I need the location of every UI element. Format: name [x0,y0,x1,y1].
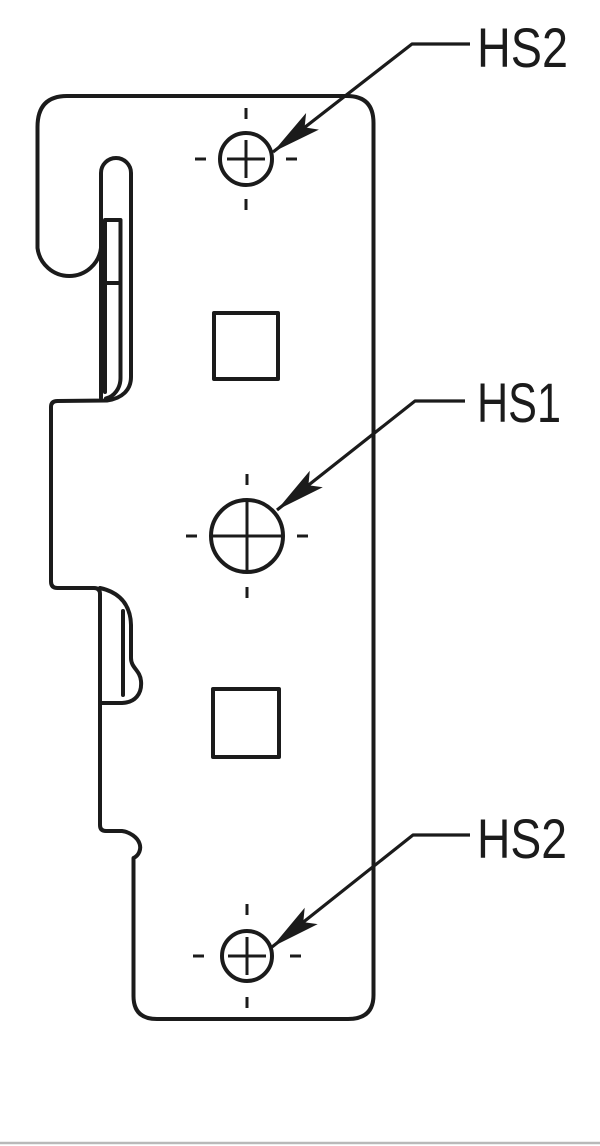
label-hs1-middle: HS1 [477,371,561,434]
square-cutout-upper [212,311,280,381]
leader-hs1-middle [276,399,465,512]
upper-clip-finger-detail [99,218,123,401]
label-hs2-bottom: HS2 [477,807,567,870]
middle-clip-tab [98,586,144,705]
hole-hs2-bottom [220,929,274,983]
centerlines [186,108,308,1008]
part-geometry [35,94,376,1021]
arrowhead-icon [273,113,319,152]
label-hs2-top: HS2 [477,16,568,79]
leader-hs2-bottom [271,833,470,949]
leader-line [272,42,470,154]
hole-labels: HS2 HS1 HS2 [477,16,568,870]
part-outline [35,94,376,1021]
centerline-hole-bottom [193,904,301,1008]
arrowhead-icon [272,907,318,947]
leader-line [276,399,465,512]
hole-hs2-top [218,131,274,187]
centerline-hole-middle [186,474,308,598]
centerline-hole-top [195,108,297,210]
leaders [271,42,470,949]
hole-hs1-middle [209,498,285,574]
leader-line [271,833,470,949]
square-cutout-lower [211,687,281,759]
leader-hs2-top [272,42,470,154]
arrowhead-icon [277,470,323,510]
